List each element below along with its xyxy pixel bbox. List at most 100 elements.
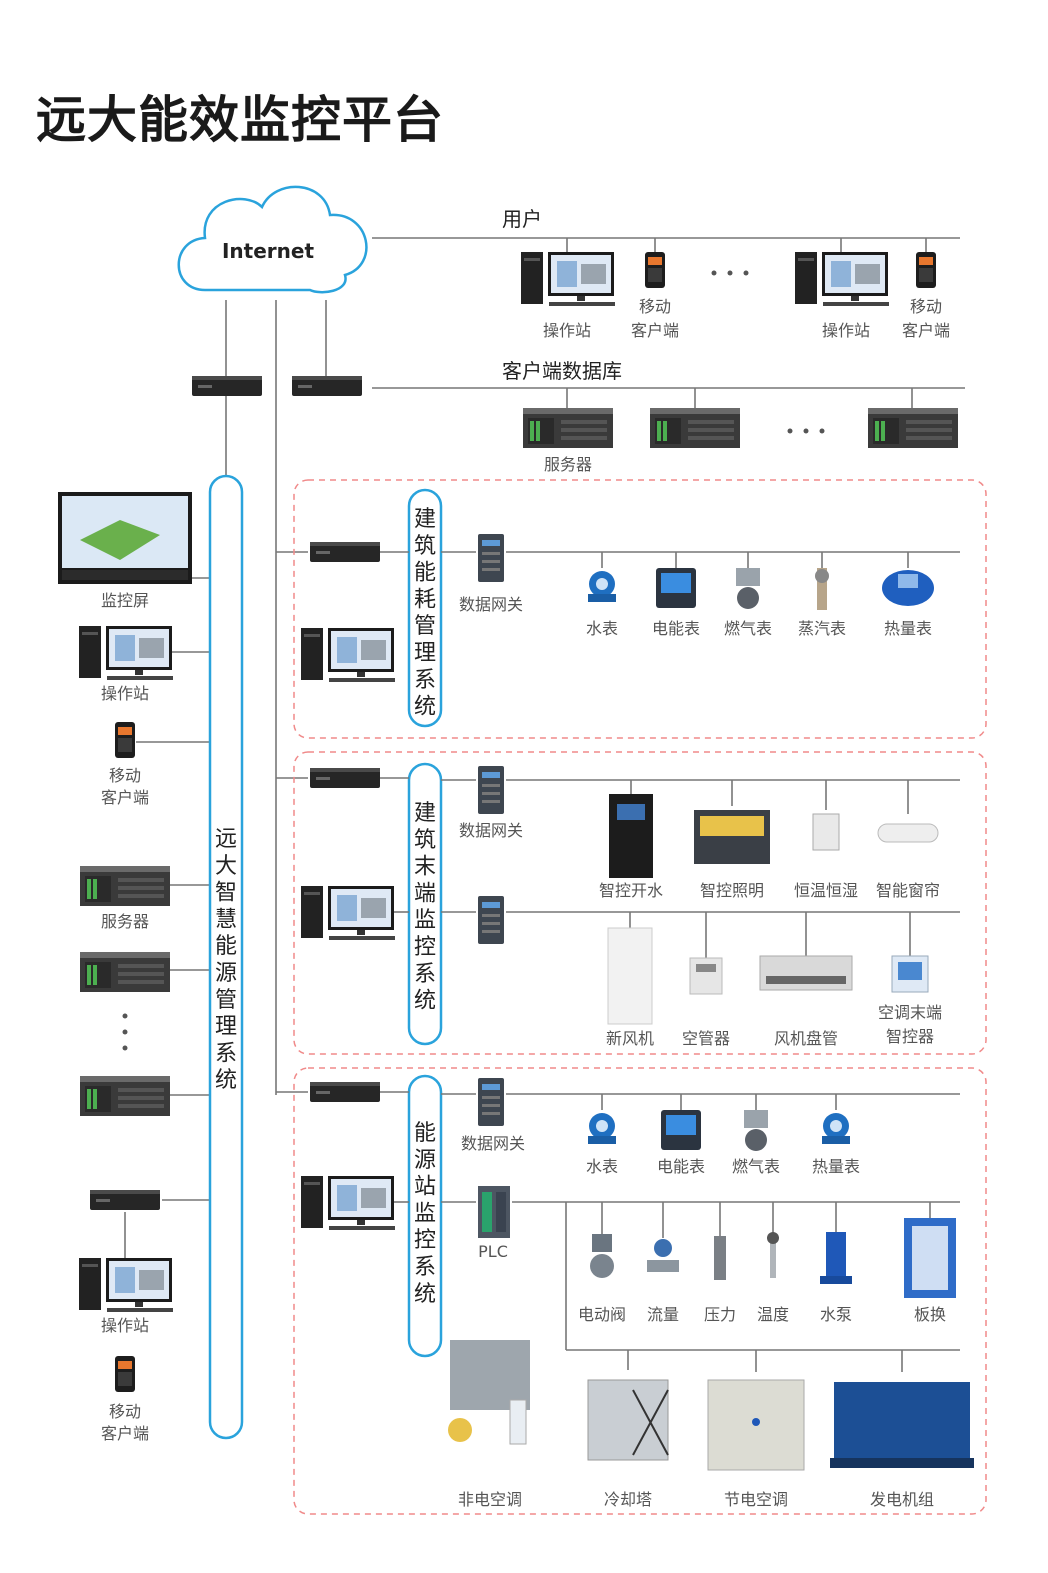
data-gateway-label: 数据网关	[461, 1134, 525, 1153]
system-title-char: 慧	[215, 907, 237, 932]
system-title-char: 站	[414, 1175, 436, 1200]
device-label: 智控开水	[599, 881, 663, 900]
device-label: 流量	[647, 1305, 679, 1324]
device-label: 电动阀	[578, 1305, 626, 1324]
device-label: 板换	[914, 1305, 946, 1324]
ellipsis-icon	[787, 428, 825, 434]
device-icon	[448, 1340, 530, 1445]
mobile-label: 客户端	[101, 788, 149, 807]
device-label: 智控照明	[700, 881, 764, 900]
device-label: 非电空调	[458, 1490, 522, 1509]
device-label: 恒温恒湿	[794, 881, 858, 900]
system-title-char: 筑	[414, 534, 436, 559]
workstation-icon	[521, 252, 615, 306]
device-icon	[607, 927, 653, 1025]
workstation-label: 操作站	[101, 684, 149, 703]
workstation-icon	[79, 1258, 173, 1312]
system-title-char: 能	[414, 561, 436, 586]
workstation-icon	[301, 628, 395, 682]
system-title-char: 统	[414, 695, 436, 720]
device-label: 智能窗帘	[876, 881, 940, 900]
energy-station-pill	[407, 1074, 443, 1358]
data-gateway-icon	[478, 1078, 504, 1126]
system-title-char: 系	[414, 962, 436, 987]
system-title-char: 能	[414, 1121, 436, 1146]
switch-icon	[90, 1190, 160, 1210]
server-label: 服务器	[544, 455, 592, 474]
device-label: 热量表	[812, 1157, 860, 1176]
server-icon	[523, 408, 613, 448]
building-terminal-devices: 智控开水智控照明恒温恒湿智能窗帘新风机空管器风机盘管空调末端智控器	[599, 780, 942, 1048]
device-icon	[707, 1379, 805, 1471]
device-icon	[736, 568, 760, 609]
monitor-screen-icon	[58, 492, 192, 584]
ellipsis-icon	[711, 270, 749, 276]
server-icon	[80, 866, 170, 906]
device-label: 水表	[586, 1157, 618, 1176]
device-icon	[815, 568, 829, 610]
building-energy-pill	[407, 488, 443, 728]
system-title-char: 统	[215, 1068, 237, 1093]
server-label: 服务器	[101, 912, 149, 931]
device-icon	[714, 1236, 726, 1280]
device-icon	[661, 1110, 701, 1150]
workstation-label: 操作站	[101, 1316, 149, 1335]
building-terminal-panel	[293, 751, 987, 1055]
mobile-label: 客户端	[631, 321, 679, 340]
mobile-phone-icon	[645, 252, 665, 288]
device-label: 压力	[704, 1305, 736, 1324]
device-icon	[609, 794, 653, 878]
mobile-label: 移动	[109, 1402, 141, 1421]
device-icon	[822, 1113, 850, 1144]
system-title-char: 源	[414, 1148, 436, 1173]
device-icon	[759, 955, 853, 991]
mobile-phone-icon	[916, 252, 936, 288]
system-title-char: 监	[414, 908, 436, 933]
device-label: 新风机	[606, 1029, 654, 1048]
switch-icon	[310, 768, 380, 788]
device-icon	[744, 1110, 768, 1151]
mobile-phone-icon	[115, 1356, 135, 1392]
system-title-char: 端	[414, 881, 436, 906]
device-icon	[587, 1379, 669, 1461]
device-label: 蒸汽表	[798, 619, 846, 638]
system-title-char: 远	[215, 827, 237, 852]
system-title-char: 控	[414, 935, 436, 960]
mobile-label: 客户端	[101, 1424, 149, 1443]
device-icon	[647, 1239, 679, 1272]
server-icon	[650, 408, 740, 448]
data-gateway-icon	[478, 534, 504, 582]
workstation-label: 操作站	[822, 321, 870, 340]
device-icon	[656, 568, 696, 608]
device-icon	[830, 1382, 974, 1468]
system-title-char: 理	[414, 641, 436, 666]
switch-icon	[292, 376, 362, 396]
system-title-char: 大	[215, 854, 237, 879]
system-title-char: 控	[414, 1228, 436, 1253]
mobile-label: 客户端	[902, 321, 950, 340]
system-title-char: 系	[215, 1041, 237, 1066]
data-gateway-icon	[478, 766, 504, 814]
device-label: 热量表	[884, 619, 932, 638]
system-title-char: 筑	[414, 828, 436, 853]
system-title-char: 末	[414, 855, 436, 880]
system-title-char: 统	[414, 1282, 436, 1307]
system-title-char: 理	[215, 1015, 237, 1040]
device-label: 智控器	[886, 1027, 934, 1046]
device-icon	[904, 1218, 956, 1298]
device-label: 冷却塔	[604, 1490, 652, 1509]
device-icon	[590, 1234, 614, 1278]
mobile-phone-icon	[115, 722, 135, 758]
device-label: 燃气表	[732, 1157, 780, 1176]
database-section-header: 客户端数据库	[502, 359, 622, 383]
energy-station-panel	[293, 1067, 987, 1515]
device-label: 电能表	[657, 1157, 705, 1176]
system-title-char: 源	[215, 961, 237, 986]
system-title-char: 系	[414, 1255, 436, 1280]
workstation-icon	[795, 252, 889, 306]
ac-controller-icon	[891, 955, 929, 993]
device-icon	[812, 813, 840, 851]
